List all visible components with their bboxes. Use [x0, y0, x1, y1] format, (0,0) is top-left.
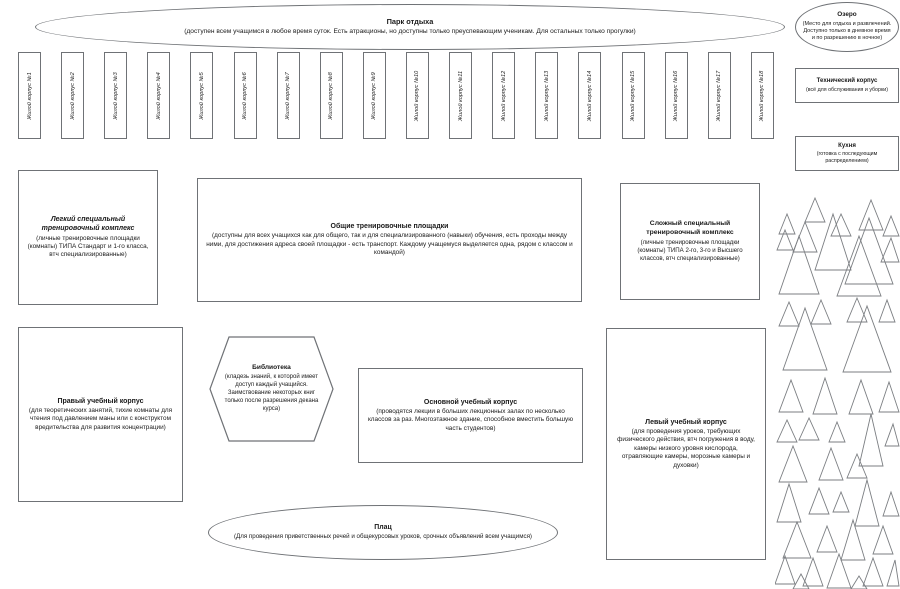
- dormitory-label: Жилой корпус №2: [69, 71, 76, 120]
- dormitory-box[interactable]: Жилой корпус №13: [535, 52, 559, 139]
- common-training-grounds-description: (доступны для всех учащихся как для обще…: [206, 232, 573, 257]
- kitchen-description: (готовка с последующим распределением): [816, 151, 878, 165]
- technical-building-description: (всё для обслуживания и уборки): [805, 86, 888, 93]
- dormitory-label: Жилой корпус №4: [155, 71, 162, 120]
- light-training-complex-node[interactable]: Легкий специальный тренировочный комплек…: [18, 170, 158, 305]
- main-academic-building-node[interactable]: Основной учебный корпус (проводятся лекц…: [358, 368, 583, 463]
- hard-training-complex-title: Сложный специальный тренировочный компле…: [646, 219, 734, 236]
- technical-building-node[interactable]: Технический корпус (всё для обслуживания…: [795, 68, 899, 103]
- lake-description: (Место для отдыха и развлечений. Доступн…: [802, 20, 892, 42]
- dormitory-label: Жилой корпус №3: [112, 71, 119, 120]
- dormitory-label: Жилой корпус №5: [198, 71, 205, 120]
- parade-ground-node[interactable]: Плац (Для проведения приветственных рече…: [208, 505, 558, 560]
- dormitory-box[interactable]: Жилой корпус №6: [233, 52, 257, 139]
- left-academic-building-description: (для проведения уроков, требующих физиче…: [617, 427, 755, 469]
- lake-title: Озеро: [837, 11, 857, 19]
- parade-ground-description: (Для проведения приветственных речей и о…: [234, 533, 532, 541]
- main-academic-building-title: Основной учебный корпус: [423, 398, 518, 406]
- main-academic-building-description: (проводятся лекции в больших лекционных …: [367, 407, 574, 432]
- dormitory-label: Жилой корпус №9: [371, 71, 378, 120]
- park-title: Парк отдыха: [386, 17, 434, 27]
- dormitory-row: Жилой корпус №1 Жилой корпус №2 Жилой ко…: [18, 52, 774, 139]
- lake-node[interactable]: Озеро (Место для отдыха и развлечений. Д…: [795, 2, 899, 52]
- dormitory-box[interactable]: Жилой корпус №8: [319, 52, 343, 139]
- dormitory-box[interactable]: Жилой корпус №14: [578, 52, 602, 139]
- sub-dungeons-node[interactable]: СубПодземелья (Имитация слабых подземели…: [775, 174, 900, 589]
- dormitory-box[interactable]: Жилой корпус №5: [190, 52, 214, 139]
- dormitory-label: Жилой корпус №7: [285, 71, 292, 120]
- dormitory-box[interactable]: Жилой корпус №2: [61, 52, 85, 139]
- dormitory-box[interactable]: Жилой корпус №12: [492, 52, 516, 139]
- common-training-grounds-node[interactable]: Общие тренировочные площадки (доступны д…: [197, 178, 582, 302]
- hexagon-shape-icon: [209, 336, 334, 442]
- dormitory-label: Жилой корпус №16: [673, 70, 680, 121]
- dormitory-box[interactable]: Жилой корпус №18: [750, 52, 774, 139]
- right-academic-building-description: (для теоретических занятий, тихие комнат…: [28, 406, 173, 431]
- dormitory-box[interactable]: Жилой корпус №15: [621, 52, 645, 139]
- dormitory-label: Жилой корпус №1: [26, 71, 33, 120]
- dormitory-label: Жилой корпус №6: [242, 71, 249, 120]
- dormitory-box[interactable]: Жилой корпус №9: [362, 52, 386, 139]
- library-node[interactable]: Библиотека (кладезь знаний, к которой им…: [209, 336, 334, 442]
- light-training-complex-description: (личные тренировочные площадки (комнаты)…: [27, 234, 149, 259]
- left-academic-building-title: Левый учебный корпус: [645, 418, 727, 426]
- technical-building-title: Технический корпус: [816, 77, 878, 85]
- dormitory-label: Жилой корпус №13: [543, 70, 550, 121]
- light-training-complex-title: Легкий специальный тренировочный комплек…: [41, 216, 135, 233]
- parade-ground-title: Плац: [374, 524, 392, 532]
- dormitory-label: Жилой корпус №14: [586, 70, 593, 121]
- left-academic-building-node[interactable]: Левый учебный корпус (для проведения уро…: [606, 328, 766, 560]
- dormitory-label: Жилой корпус №12: [500, 70, 507, 121]
- right-academic-building-node[interactable]: Правый учебный корпус (для теоретических…: [18, 327, 183, 502]
- dormitory-label: Жилой корпус №18: [759, 70, 766, 121]
- dormitory-box[interactable]: Жилой корпус №1: [18, 52, 41, 139]
- hard-training-complex-node[interactable]: Сложный специальный тренировочный компле…: [620, 183, 760, 300]
- kitchen-node[interactable]: Кухня (готовка с последующим распределен…: [795, 136, 899, 171]
- dormitory-label: Жилой корпус №8: [328, 71, 335, 120]
- common-training-grounds-title: Общие тренировочные площадки: [330, 223, 449, 231]
- dormitory-label: Жилой корпус №10: [414, 70, 421, 121]
- dormitory-label: Жилой корпус №15: [630, 70, 637, 121]
- dormitory-box[interactable]: Жилой корпус №17: [707, 52, 731, 139]
- kitchen-title: Кухня: [838, 142, 856, 149]
- dormitory-label: Жилой корпус №17: [716, 70, 723, 121]
- dormitory-box[interactable]: Жилой корпус №11: [449, 52, 473, 139]
- library-description: (кладезь знаний, к которой имеет доступ …: [224, 374, 319, 412]
- park-node[interactable]: Парк отдыха (доступен всем учащимся в лю…: [35, 4, 785, 50]
- dormitory-label: Жилой корпус №11: [457, 70, 464, 121]
- library-title: Библиотека: [252, 364, 291, 372]
- right-academic-building-title: Правый учебный корпус: [57, 397, 144, 405]
- triangle-forest-icon: [775, 196, 900, 589]
- dormitory-box[interactable]: Жилой корпус №10: [405, 52, 429, 139]
- dormitory-box[interactable]: Жилой корпус №16: [664, 52, 688, 139]
- dormitory-box[interactable]: Жилой корпус №4: [147, 52, 171, 139]
- park-description: (доступен всем учащимся в любое время су…: [184, 28, 636, 36]
- dormitory-box[interactable]: Жилой корпус №7: [276, 52, 300, 139]
- dormitory-box[interactable]: Жилой корпус №3: [104, 52, 128, 139]
- hard-training-complex-description: (личные тренировочные площадки (комнаты)…: [637, 238, 743, 262]
